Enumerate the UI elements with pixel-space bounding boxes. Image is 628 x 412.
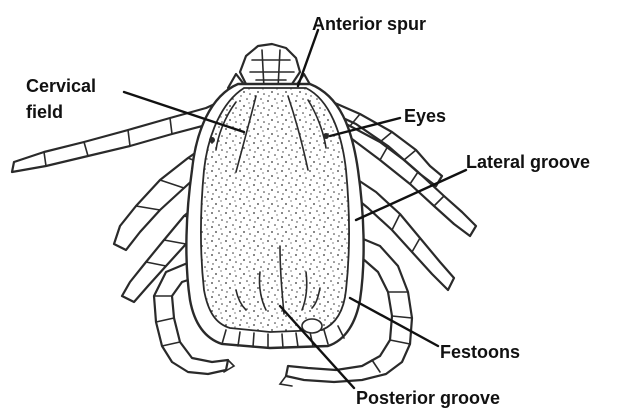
label-cervical-field-line1: Cervical (26, 76, 96, 96)
label-festoons: Festoons (440, 342, 520, 362)
eye-right (323, 133, 329, 139)
tick-body (186, 84, 363, 348)
label-posterior-groove: Posterior groove (356, 388, 500, 408)
label-anterior-spur: Anterior spur (312, 14, 426, 34)
leader-lateral-groove (356, 170, 466, 220)
label-eyes: Eyes (404, 106, 446, 126)
label-lateral-groove: Lateral groove (466, 152, 590, 172)
label-cervical-field-line2: field (26, 102, 63, 122)
leader-anterior-spur (298, 30, 318, 86)
leader-festoons (350, 298, 438, 346)
eye-left (209, 137, 215, 143)
